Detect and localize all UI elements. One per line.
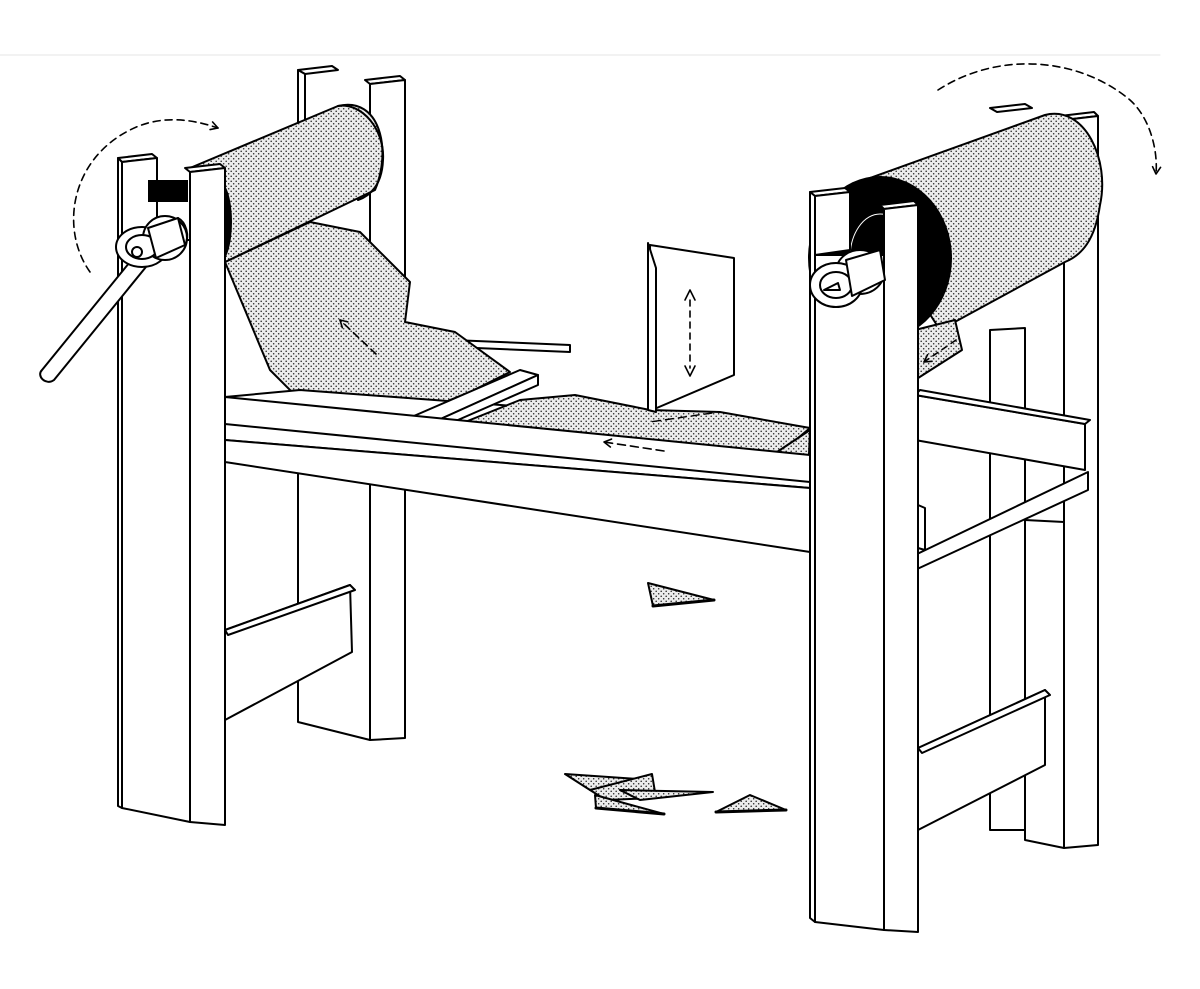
crank-handle	[39, 180, 189, 383]
conveyor-table	[224, 369, 811, 553]
left-front-frame	[117, 153, 356, 826]
left-paper-sheet	[224, 221, 511, 421]
rotation-arrow-left	[72, 118, 219, 273]
right-front-frame	[809, 187, 1051, 933]
rotation-arrow-right	[937, 63, 1162, 175]
feed-arrow	[339, 319, 377, 355]
scrap-pile	[564, 773, 788, 816]
roll-feed-arrow	[923, 339, 957, 363]
cutter-blade	[647, 242, 735, 413]
table-feed-arrow	[603, 438, 665, 452]
falling-paper-triangle	[647, 582, 716, 608]
right-hub	[809, 249, 886, 308]
left-paper-roll	[189, 103, 511, 421]
